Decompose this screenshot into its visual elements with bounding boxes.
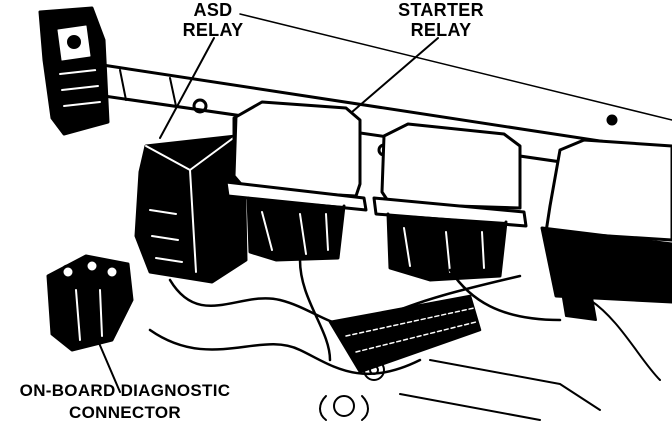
asd-relay-label-line2: RELAY: [182, 20, 244, 40]
fourth-relay-partial: [540, 138, 672, 304]
wiring-harness: [148, 258, 562, 376]
fastener-bolts: [319, 359, 601, 421]
asd-relay-label-line1: ASD: [193, 0, 233, 20]
harness-connectors-right: [559, 279, 661, 381]
leader-lines: [159, 13, 672, 139]
obd-connector-label-line1: ON-BOARD DIAGNOSTIC: [19, 381, 231, 400]
starter-relay-label-line1: STARTER: [398, 0, 484, 20]
starter-relay-label-line2: RELAY: [410, 20, 472, 40]
starter-relay-label: STARTER RELAY: [388, 0, 494, 40]
obd-connector-label-line2: CONNECTOR: [69, 403, 181, 422]
asd-relay-label: ASD RELAY: [178, 0, 248, 40]
third-relay: [372, 122, 528, 282]
obd-connector-label: ON-BOARD DIAGNOSTIC CONNECTOR: [0, 380, 250, 424]
asd-relay: [134, 134, 248, 284]
on-board-diagnostic-connector: [46, 254, 134, 393]
starter-relay: [224, 100, 368, 262]
mounting-clip: [38, 6, 110, 136]
